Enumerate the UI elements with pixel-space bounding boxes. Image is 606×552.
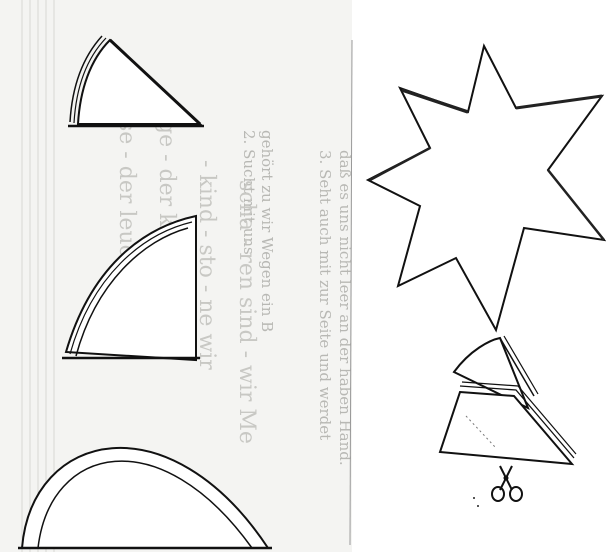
ghost-line4: scha - ren sind - wir Me (234, 180, 259, 444)
ghost-music-staff (22, 0, 54, 552)
folded-paper-cut (440, 336, 576, 464)
ghost-caption-3: 3. Seht auch mit zur Seite und werdet da… (316, 150, 354, 466)
caption-3-line1: 3. Seht auch mit zur Seite und werdet (316, 150, 334, 440)
ghost-line3: - kind - sto - ne wir (194, 160, 219, 370)
fold-step-eighth (68, 36, 204, 126)
scan-specks (473, 497, 479, 507)
eight-point-star (368, 46, 604, 330)
fold-step-semicircle (18, 448, 272, 548)
caption-2-line2: gehört zu wir Wegen ein B (258, 130, 276, 332)
scissors-icon (492, 466, 522, 501)
